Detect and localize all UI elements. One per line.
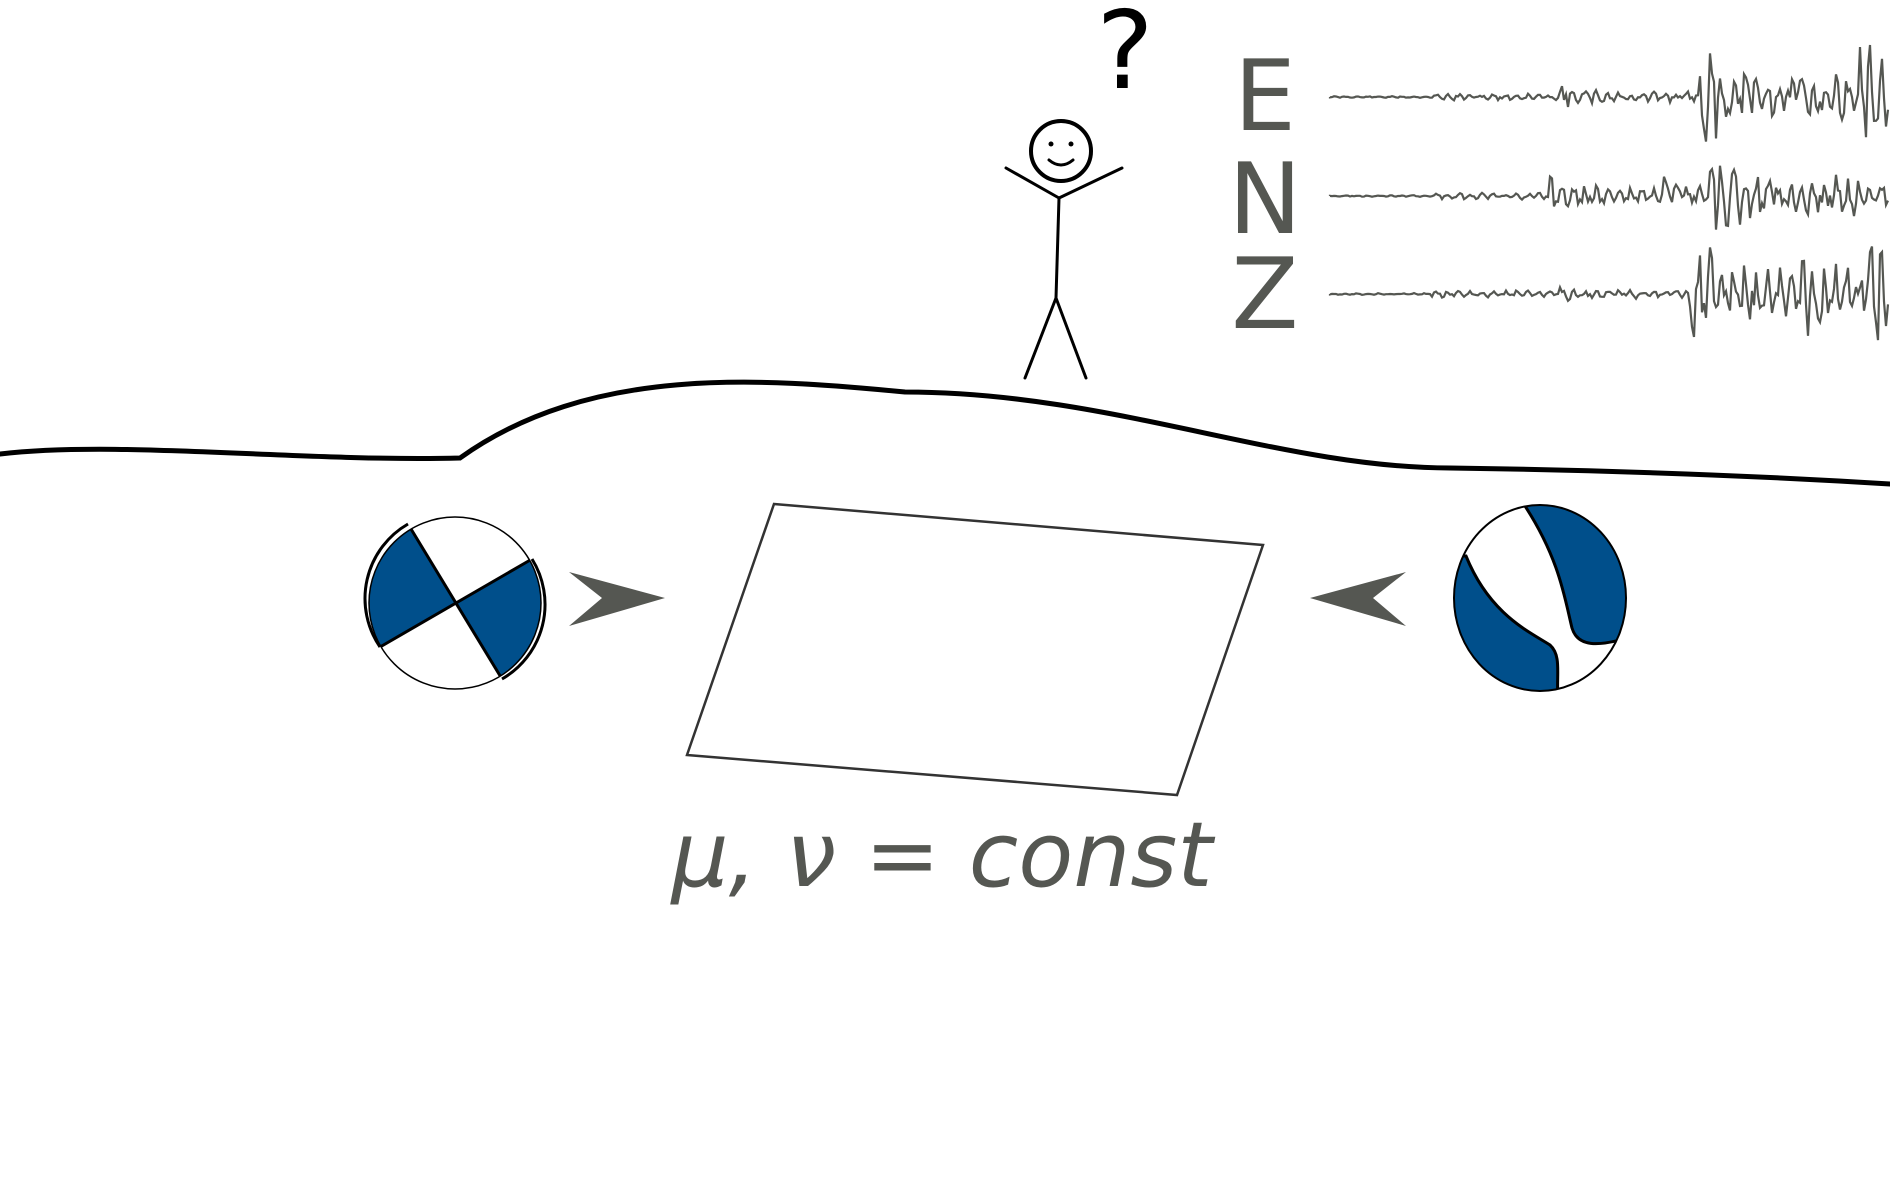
seismogram-trace-n — [1328, 165, 1889, 230]
component-label-e: E — [1234, 40, 1296, 154]
component-label-z: Z — [1231, 238, 1298, 352]
material-constants-label: μ, ν = const — [669, 803, 1216, 908]
component-label-n: N — [1228, 143, 1301, 257]
seismogram-traces — [1328, 44, 1890, 341]
seismogram-trace-e — [1328, 44, 1890, 142]
question-mark-label: ? — [1096, 0, 1153, 114]
seismogram-trace-z — [1328, 246, 1890, 341]
seismogram-labels: E N Z — [1228, 40, 1301, 352]
strike-slip-beachball-icon — [363, 516, 547, 690]
arrowhead-icon-left — [569, 572, 665, 626]
arrowhead-icon-right — [1310, 572, 1406, 626]
ground-surface-line — [0, 379, 1890, 487]
stick-figure-icon — [1004, 119, 1124, 380]
fault-plane — [685, 502, 1265, 797]
observer-head — [1029, 119, 1093, 183]
oblique-beachball-icon — [1453, 504, 1627, 692]
